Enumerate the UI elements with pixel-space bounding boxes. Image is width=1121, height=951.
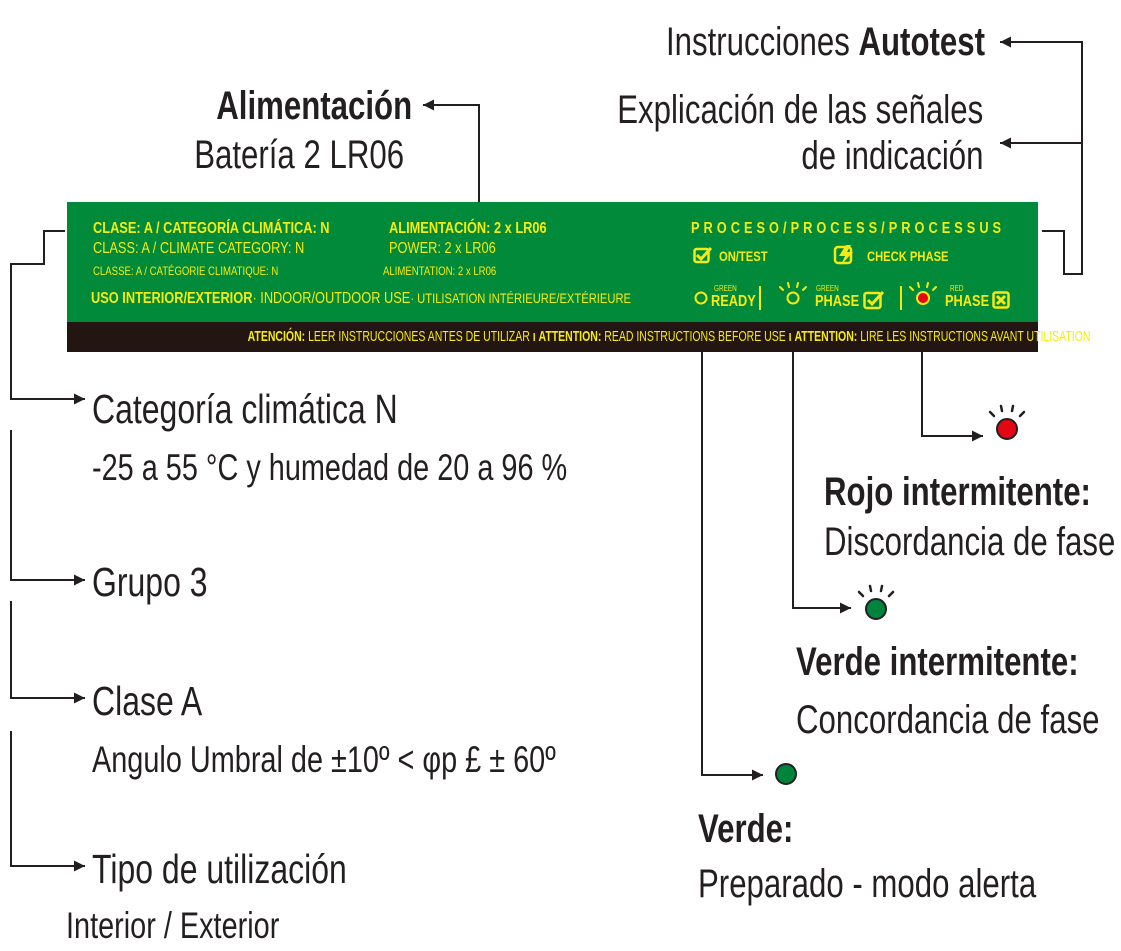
label-power-en: POWER: 2 x LR06 [389,240,496,257]
group-connector [10,430,85,586]
usage-value: Interior / Exterior [66,905,280,946]
label-red-small: RED [950,284,964,293]
class-connector [10,601,85,704]
green-connector [701,303,763,781]
label-ready: READY [711,293,756,310]
green-blink-title: Verde intermitente: [796,640,1079,684]
power-connector [423,99,480,202]
green-value: Preparado - modo alerta [698,862,1037,906]
green-blink-led-icon [865,598,887,620]
autotest-prefix: Instrucciones [665,20,859,64]
label-phase-red: PHASE [945,293,990,310]
class-value: Angulo Umbral de ±10º < φp £ ± 60º [92,739,556,780]
label-divider-2 [900,286,902,310]
label-left-bracket [10,230,85,405]
label-power-es: ALIMENTACIÓN: 2 x LR06 [389,220,547,237]
power-title: Alimentación [216,84,412,128]
label-divider-1 [759,286,761,310]
red-led-icon [996,418,1018,440]
signals-line2: de indicación [800,134,983,178]
green-blink-connector [792,303,851,614]
checkbox-check-icon [863,290,885,310]
autotest-connector [1000,36,1083,275]
label-ready-small: GREEN [714,284,737,293]
usage-title: Tipo de utilización [92,846,347,892]
label-phase-green: PHASE [815,293,860,310]
checkbox-check-icon [693,246,713,264]
lightning-icon [833,245,853,265]
red-led-rays-icon [988,404,1026,418]
climate-title: Categoría climática N [92,386,398,432]
label-on-test: ON/TEST [719,248,768,264]
device-label: CLASE: A / CATEGORÍA CLIMÁTICA: N CLASS:… [67,202,1038,322]
label-green-small: GREEN [816,284,839,293]
label-power-fr: ALIMENTATION: 2 x LR06 [383,264,497,278]
label-check-phase: CHECK PHASE [867,248,949,264]
label-warning-strip: ATENCIÓN: LEER INSTRUCCIONES ANTES DE UT… [67,322,1091,352]
red-phase-led-icon [909,282,937,305]
red-led-title: Rojo intermitente: [824,470,1091,514]
label-class-es: CLASE: A / CATEGORÍA CLIMÁTICA: N [93,220,330,237]
label-warning-text: ATENCIÓN: LEER INSTRUCCIONES ANTES DE UT… [247,328,1091,345]
green-phase-led-icon [779,282,807,305]
group-title: Grupo 3 [92,559,208,605]
autotest-strong: Autotest [858,20,985,64]
ready-led-icon [694,291,708,305]
green-led-rays-icon [857,584,895,598]
red-led-value: Discordancia de fase [824,520,1116,564]
green-led-icon [775,763,797,785]
autotest-callout: Instrucciones Autotest [576,20,985,64]
green-title: Verde: [698,807,794,851]
label-class-en: CLASS: A / CLIMATE CATEGORY: N [93,240,305,257]
signals-line1: Explicación de las señales [617,88,983,132]
class-title: Clase A [92,678,203,724]
green-blink-value: Concordancia de fase [796,698,1100,742]
label-process: PROCESO/PROCESS/PROCESSUS [691,220,1006,237]
usage-connector [10,731,85,872]
label-class-fr: CLASSE: A / CATÉGORIE CLIMATIQUE: N [93,264,279,278]
label-usage: USO INTERIOR/EXTERIOR· INDOOR/OUTDOOR US… [91,290,632,307]
checkbox-cross-icon [992,291,1010,309]
red-led-connector [921,310,983,442]
climate-value: -25 a 55 °C y humedad de 20 a 96 % [92,447,568,488]
power-value: Batería 2 LR06 [194,133,404,177]
